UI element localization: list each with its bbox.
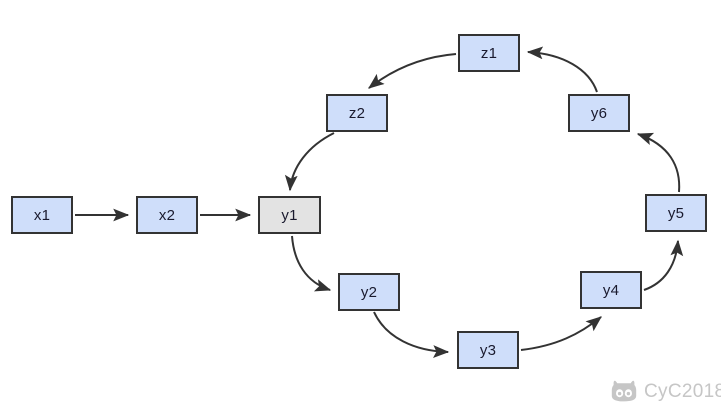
node-y1[interactable]: y1 bbox=[258, 196, 321, 234]
node-x2-label: x2 bbox=[158, 206, 176, 224]
node-z2[interactable]: z2 bbox=[326, 94, 388, 132]
node-y3[interactable]: y3 bbox=[457, 331, 519, 369]
edge-y5-y6 bbox=[636, 132, 681, 193]
edge-y2-y3 bbox=[373, 311, 450, 358]
node-x1[interactable]: x1 bbox=[11, 196, 73, 234]
edge-y1-y2 bbox=[291, 235, 332, 292]
node-z2-label: z2 bbox=[348, 104, 366, 122]
node-z1-label: z1 bbox=[480, 44, 498, 62]
node-y1-label: y1 bbox=[281, 206, 298, 224]
node-y4[interactable]: y4 bbox=[580, 271, 642, 309]
node-y4-label: y4 bbox=[602, 281, 620, 299]
edge-z2-y1 bbox=[284, 132, 335, 192]
node-x1-label: x1 bbox=[33, 206, 51, 224]
edge-y4-y5 bbox=[643, 239, 684, 291]
edge-y6-z1 bbox=[526, 46, 598, 93]
node-y6-label: y6 bbox=[590, 104, 608, 122]
watermark-text: CyC2018 bbox=[644, 380, 721, 402]
node-y6[interactable]: y6 bbox=[568, 94, 630, 132]
octocat-icon bbox=[611, 380, 637, 402]
node-y2[interactable]: y2 bbox=[338, 273, 400, 311]
node-y2-label: y2 bbox=[360, 283, 378, 301]
node-z1[interactable]: z1 bbox=[458, 34, 520, 72]
edge-z1-z2 bbox=[368, 53, 457, 89]
node-y5-label: y5 bbox=[667, 204, 685, 222]
watermark: CyC2018 bbox=[611, 380, 721, 402]
node-y5[interactable]: y5 bbox=[645, 194, 707, 232]
edge-y3-y4 bbox=[520, 316, 602, 351]
node-x2[interactable]: x2 bbox=[136, 196, 198, 234]
node-y3-label: y3 bbox=[479, 341, 497, 359]
